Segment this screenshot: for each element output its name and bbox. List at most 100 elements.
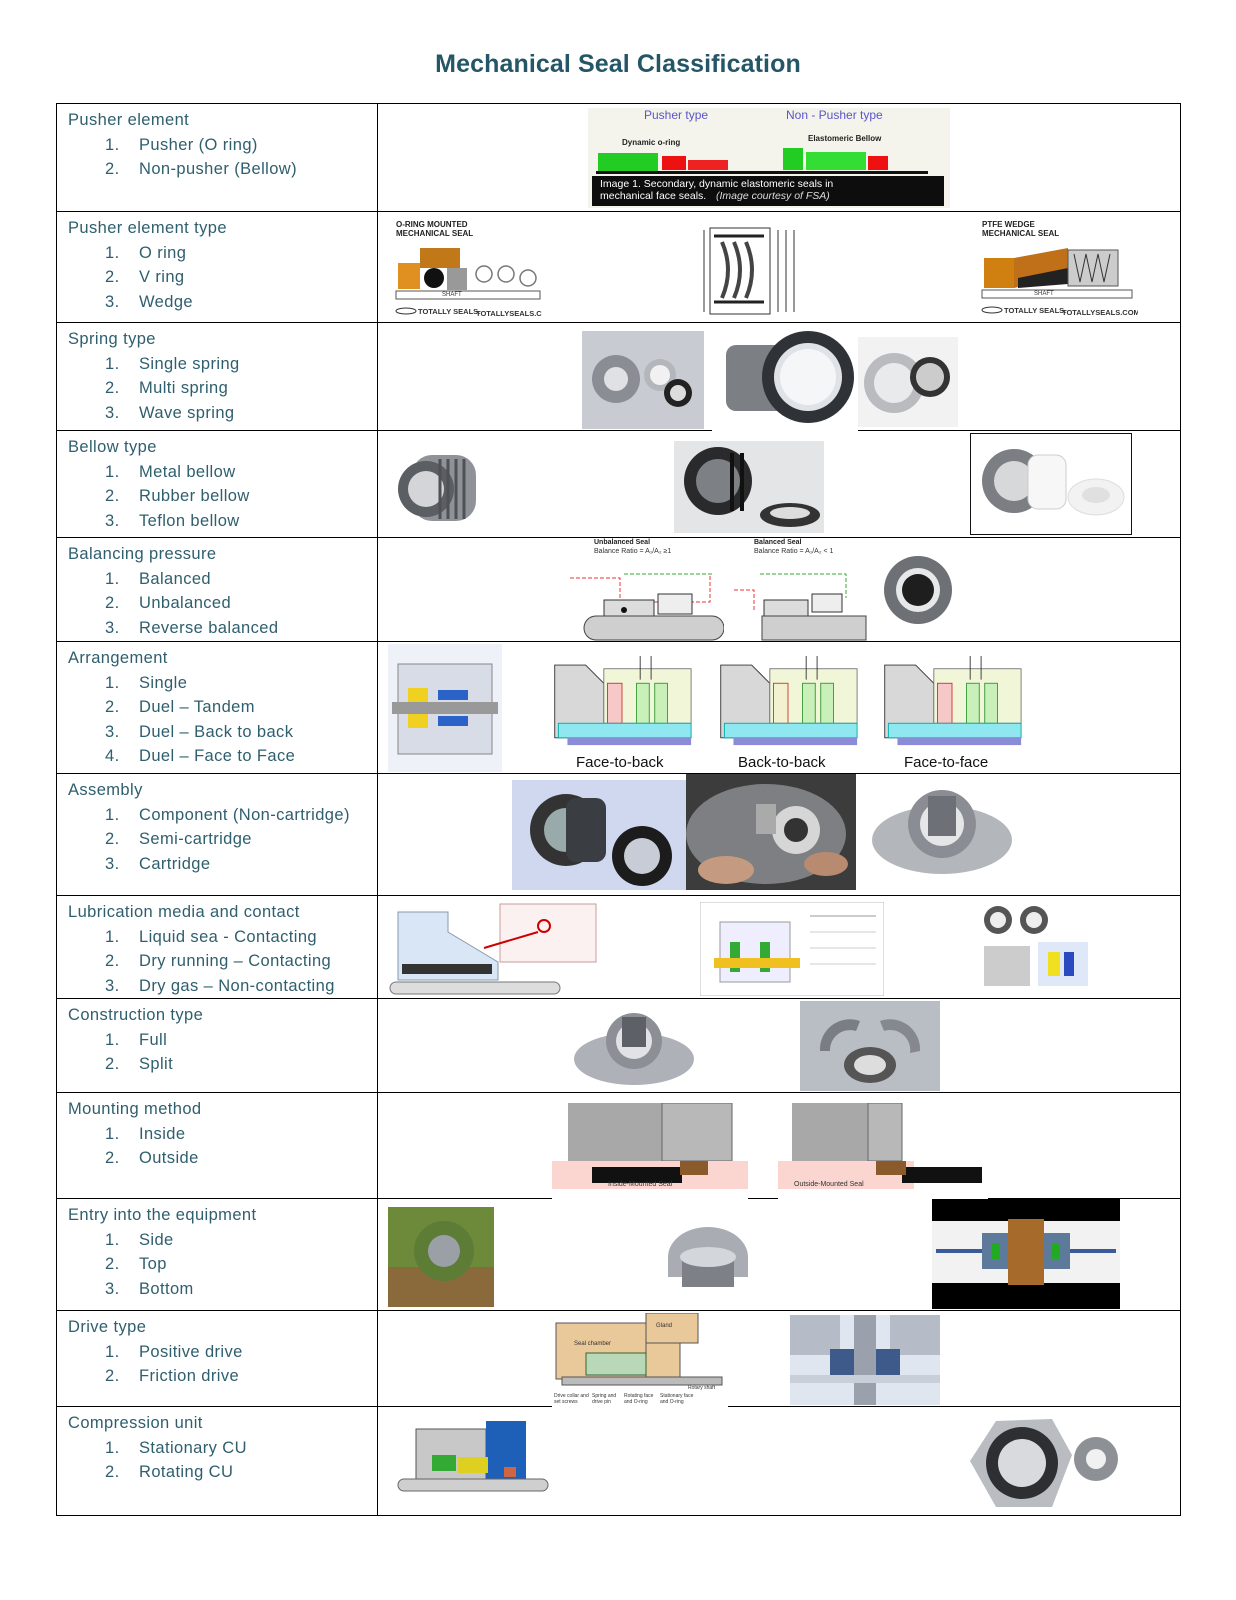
item-text: Outside [139,1149,199,1167]
table-row-7: Assembly 1.Component (Non-cartridge)2.Se… [56,773,1181,896]
back-to-back-diagram [708,656,868,756]
balanced-seal-label: Balanced Seal [754,539,802,546]
list-item: 2.Multi spring [68,376,377,401]
item-text: Positive drive [139,1342,243,1361]
item-number: 2. [105,487,120,505]
item-text: Wedge [139,292,193,311]
category-title: Arrangement [68,649,168,667]
item-number: 3. [105,1279,120,1298]
item-text: Metal bellow [139,462,236,481]
list-item: 3. Bottom [68,1277,377,1302]
face-to-back-diagram [542,656,702,756]
figure-cell [377,773,1181,896]
list-item: 1.O ring [68,241,377,266]
item-number: 2. [105,594,120,612]
list-item: 2.Non-pusher (Bellow) [68,157,377,182]
spring-pin-label: Spring and drive pin [592,1393,617,1405]
item-text: Bottom [139,1279,194,1298]
list-item: 2.Unbalanced [68,591,377,616]
category-list: 1.Component (Non-cartridge)2.Semi-cartri… [68,803,377,877]
list-item: 1.Positive drive [68,1340,377,1365]
item-number: 1. [105,1438,120,1457]
item-text: Rubber bellow [139,487,250,505]
pusher-type-label: Pusher type [644,108,709,122]
side-entry-photo [388,1207,494,1307]
item-text: Inside [139,1124,186,1143]
category-list: 1.Pusher (O ring)2.Non-pusher (Bellow) [68,133,377,182]
item-text: Friction drive [139,1367,240,1385]
component-seal-photo [512,780,686,890]
list-item: 2.Duel – Tandem [68,695,377,720]
list-item: 3. Duel – Back to back [68,720,377,745]
item-number: 3. [105,854,120,873]
ptfe-brand: TOTALLY SEALS. [1004,306,1067,315]
item-number: 1. [105,243,120,262]
back-to-back-caption: Back-to-back [738,754,826,771]
non-pusher-type-label: Non - Pusher type [786,108,883,122]
item-text: Single spring [139,354,240,373]
dry-gas-diagram [982,902,1092,990]
category-title: Assembly [68,781,143,799]
item-text: Stationary CU [139,1438,247,1457]
table-row-8: Lubrication media and contact 1.Liquid s… [56,895,1181,999]
semi-cartridge-photo [686,774,856,890]
category-cell: Assembly 1.Component (Non-cartridge)2.Se… [56,773,378,896]
face-to-face-caption: Face-to-face [904,754,989,771]
v-ring-seal-figure [700,222,800,318]
ptfe-title-2: MECHANICAL SEAL [982,229,1060,238]
list-item: 1.Single [68,671,377,696]
list-item: 2.Dry running – Contacting [68,949,377,974]
oring-shaft-label: SHAFT [442,292,462,298]
list-item: 1.Full [68,1028,377,1053]
item-number: 3. [105,722,120,741]
item-number: 1. [105,569,120,588]
category-title: Pusher element type [68,219,227,237]
figure-cell [377,1198,1181,1311]
item-text: Teflon bellow [139,511,240,530]
item-number: 2. [105,268,120,286]
item-number: 3. [105,292,120,311]
friction-drive-diagram [790,1315,940,1405]
unbalanced-seal-label: Unbalanced Seal [594,539,651,546]
figure-cell [377,895,1181,999]
item-number: 1. [105,354,120,373]
item-number: 2. [105,1367,120,1385]
category-list: 1.Positive drive 2. Friction drive [68,1340,377,1389]
inside-mounted-caption: Inside-Mounted Seal [608,1181,673,1188]
item-text: Duel – Back to back [139,722,294,741]
table-row-2: Pusher element type 1.O ring 2. V ring 3. We… [56,211,1181,323]
list-item: 3.Teflon bellow [68,509,377,534]
item-number: 1. [105,927,120,946]
dry-running-diagram [700,902,884,996]
category-title: Drive type [68,1318,147,1336]
bottom-entry-photo [932,1199,1120,1309]
item-text: Cartridge [139,854,211,873]
pusher-caption-credit: (Image courtesy of FSA) [716,190,830,202]
item-text: V ring [139,268,185,286]
category-title: Balancing pressure [68,545,217,563]
list-item: 2.Outside [68,1146,377,1171]
item-number: 1. [105,673,120,692]
item-number: 1. [105,462,120,481]
item-text: Reverse balanced [139,618,279,637]
list-item: 1.Liquid sea - Contacting [68,925,377,950]
rotating-face-label: Rotating face and O-ring [624,1393,654,1405]
outside-mounted-diagram [778,1103,988,1199]
list-item: 3. Cartridge [68,852,377,877]
figure-cell [377,1406,1181,1516]
item-number: 3. [105,618,120,637]
metal-bellow-photo [396,439,482,531]
item-text: Duel – Face to Face [139,747,296,765]
item-number: 2. [105,1463,120,1481]
figure-cell [377,322,1181,431]
list-item: 1. Stationary CU [68,1436,377,1461]
